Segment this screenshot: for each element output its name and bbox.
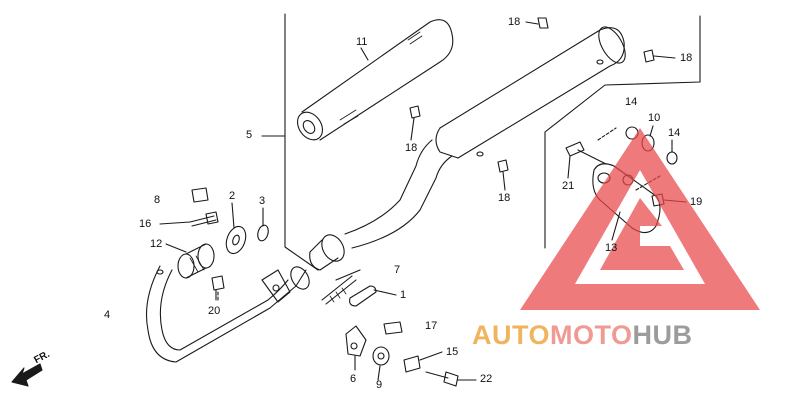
bolt-22 [425,371,459,387]
callout-9: 9 [376,379,383,391]
callout-13: 13 [605,242,618,254]
muffler [309,26,626,271]
bolt-21 [565,141,607,165]
spring-7 [321,275,357,305]
bracket-5 [284,13,319,271]
callout-20: 20 [208,305,221,317]
callout-8: 8 [154,194,161,206]
gasket-2 [225,225,247,255]
exhaust-pipe-4 [145,265,310,363]
bolt-18a [537,17,549,29]
front-arrow-icon [11,363,43,387]
bracket-6 [345,325,367,357]
callout-22: 22 [480,373,493,385]
callout-4: 4 [104,309,111,321]
callout-15: 15 [446,346,459,358]
callout-19: 19 [690,196,703,208]
bolt-18c [409,105,421,119]
callout-18-low: 18 [498,192,511,204]
nut-20 [211,275,225,291]
bolt-18d [497,159,509,173]
pin-1 [349,285,377,307]
callout-18-right: 18 [680,52,693,64]
part-12 [177,243,215,279]
callout-18-mid: 18 [405,142,418,154]
callout-5: 5 [246,129,253,141]
callout-14-b: 14 [668,127,681,139]
callout-17: 17 [425,320,438,332]
watermark-word-hub: HUB [632,320,693,350]
bracket-14 [544,15,701,249]
washer-14 [666,151,678,165]
watermark-brand-text: AUTOMOTOHUB [472,322,693,349]
callout-16: 16 [139,218,152,230]
callout-18-top: 18 [508,16,521,28]
callout-11: 11 [356,36,368,48]
watermark-triangle-logo [520,128,760,310]
collar-15 [403,355,421,373]
callout-14-a: 14 [625,96,638,108]
callout-2: 2 [229,190,236,202]
callout-7: 7 [394,264,401,276]
callout-1: 1 [400,289,407,301]
ring-3 [257,224,269,242]
rubber-9 [372,346,390,366]
watermark-word-auto: AUTO [472,320,551,350]
callout-3: 3 [259,195,266,207]
stud-16a [189,211,219,227]
callout-10: 10 [648,112,661,124]
callout-21: 21 [562,180,575,192]
bolt-17 [383,321,403,335]
watermark-word-moto: MOTO [550,320,633,350]
heat-shield-11 [296,19,454,141]
callout-6: 6 [350,373,357,385]
nut-8 [191,187,209,203]
bolt-18b [643,49,655,63]
callout-12: 12 [150,238,163,250]
